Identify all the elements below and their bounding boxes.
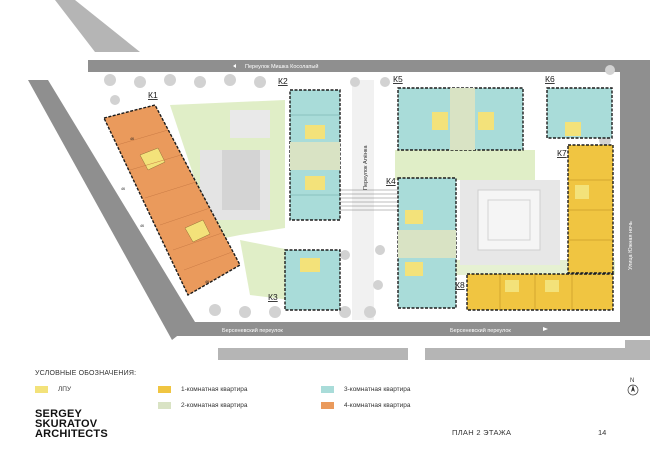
lane-middle bbox=[352, 80, 374, 320]
neighbor-block bbox=[218, 348, 408, 360]
block-label-k5: К5 bbox=[393, 74, 403, 84]
svg-text:4К: 4К bbox=[121, 187, 126, 191]
legend-swatch bbox=[321, 385, 334, 393]
legend-label: 1-комнатная квартира bbox=[181, 385, 248, 393]
legend-label: ЛПУ bbox=[58, 385, 72, 393]
corner-block bbox=[555, 0, 650, 55]
road-bottom bbox=[172, 322, 650, 336]
legend-item-3-room: 3-комнатная квартира bbox=[321, 384, 411, 394]
svg-text:4К: 4К bbox=[205, 280, 210, 284]
trees bbox=[104, 65, 615, 318]
logo-line: SERGEY bbox=[35, 408, 83, 420]
legend-item-4-room: 4-комнатная квартира bbox=[321, 400, 411, 410]
road-left bbox=[28, 80, 195, 340]
legend-label: 3-комнатная квартира bbox=[344, 385, 411, 393]
road-top bbox=[88, 60, 650, 72]
logo-line: SKURATOV bbox=[35, 418, 98, 430]
block-label-k8: К8 bbox=[455, 280, 465, 290]
north-arrow-icon: N bbox=[627, 378, 639, 396]
svg-text:4К: 4К bbox=[130, 137, 135, 141]
legend-item-1-room: 1-комнатная квартира bbox=[158, 384, 248, 394]
page-number: 14 bbox=[598, 428, 607, 437]
street-middle: Переулок Алёнка bbox=[363, 145, 369, 190]
block-label-k2: К2 bbox=[278, 76, 288, 86]
block-label-k7: К7 bbox=[557, 148, 567, 158]
road-right bbox=[620, 72, 650, 322]
legend-swatch bbox=[158, 385, 171, 393]
street-bottom-left: Берсеневский переулок bbox=[222, 327, 283, 334]
landscape bbox=[240, 240, 290, 300]
site-plan: Переулок Мишка Косолапый Берсеневская на… bbox=[28, 0, 650, 360]
legend-swatch bbox=[321, 401, 334, 409]
legend-swatch bbox=[158, 401, 171, 409]
north-label: N bbox=[630, 378, 634, 384]
street-right: Улица Южная ночь bbox=[628, 221, 634, 270]
street-bottom-right: Берсеневский переулок bbox=[450, 327, 511, 334]
logo-line: ARCHITECTS bbox=[35, 428, 108, 440]
k2-core bbox=[305, 125, 325, 139]
page-title: ПЛАН 2 ЭТАЖА bbox=[452, 428, 512, 437]
neighbor-block bbox=[425, 348, 625, 360]
building-k8 bbox=[466, 273, 614, 311]
block-label-k6: К6 bbox=[545, 74, 555, 84]
street-top: Переулок Мишка Косолапый bbox=[245, 63, 318, 70]
legend-swatch bbox=[35, 385, 48, 393]
legend-item-2-room: 2-комнатная квартира bbox=[158, 400, 248, 410]
k1-cores bbox=[139, 147, 211, 243]
playground bbox=[222, 150, 260, 210]
legend-label: 4-комнатная квартира bbox=[344, 401, 411, 409]
legend-label: 2-комнатная квартира bbox=[181, 401, 248, 409]
building-k7 bbox=[567, 144, 614, 274]
logo: SERGEY SKURATOV ARCHITECTS bbox=[35, 408, 108, 440]
pool bbox=[477, 189, 541, 251]
block-label-k3: К3 bbox=[268, 292, 278, 302]
block-label-k4: К4 bbox=[386, 176, 396, 186]
legend-item-lpu: ЛПУ bbox=[35, 384, 71, 394]
legend: УСЛОВНЫЕ ОБОЗНАЧЕНИЯ: ЛПУ 1-комнатная кв… bbox=[35, 370, 495, 422]
building-k1 bbox=[103, 104, 241, 296]
corner-block bbox=[55, 0, 140, 52]
legend-title: УСЛОВНЫЕ ОБОЗНАЧЕНИЯ: bbox=[35, 370, 137, 377]
landscape bbox=[395, 150, 535, 180]
block-label-k1: К1 bbox=[148, 90, 158, 100]
crosswalk bbox=[335, 189, 400, 211]
svg-text:4К: 4К bbox=[140, 224, 145, 228]
